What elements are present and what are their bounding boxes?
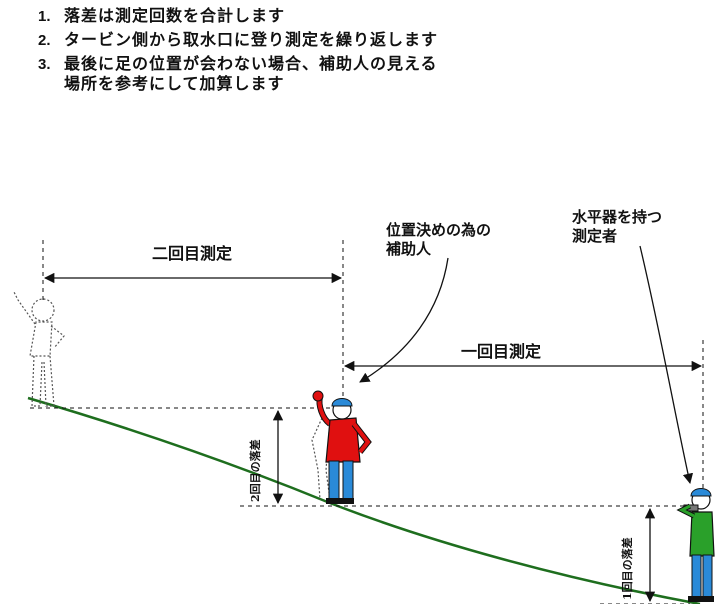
step-line: 場所を参考にして加算します — [64, 74, 285, 93]
level-lines — [30, 407, 700, 604]
step-text: 落差は測定回数を合計します — [64, 6, 285, 26]
drop2-label: 2回目の落差 — [248, 439, 262, 502]
assistant-figure — [312, 390, 372, 504]
second-measure-label: 二回目測定 — [152, 244, 232, 263]
step-number: 3. — [38, 56, 51, 73]
step-text: 最後に足の位置が会わない場合、補助人の見える 場所を参考にして加算します — [64, 54, 438, 94]
assistant-pointer-arrow — [359, 257, 449, 383]
step-line: タービン側から取水口に登り測定を繰り返します — [64, 30, 439, 49]
assistant-label-line1: 位置決めの為の — [386, 221, 491, 239]
assistant-label-line2: 補助人 — [385, 240, 432, 258]
instruction-list: 1. 落差は測定回数を合計します 2. タービン側から取水口に登り測定を繰り返し… — [38, 6, 698, 96]
ground-slope-line — [27, 396, 701, 604]
step-line: 最後に足の位置が会わない場合、補助人の見える — [64, 54, 438, 73]
ghost-assistant-figure — [13, 291, 65, 407]
step-line: 落差は測定回数を合計します — [64, 6, 286, 25]
step-text: タービン側から取水口に登り測定を繰り返します — [64, 30, 438, 50]
step-number: 1. — [38, 8, 51, 25]
surveyor-label-line2: 測定者 — [572, 227, 617, 245]
step-2: 2. タービン側から取水口に登り測定を繰り返します — [38, 30, 698, 52]
step-number: 2. — [38, 32, 51, 49]
step-1: 1. 落差は測定回数を合計します — [38, 6, 698, 28]
drop1-label: 1回目の落差 — [620, 537, 634, 600]
surveyor-pointer-arrow — [639, 245, 694, 485]
surveyor-label-line1: 水平器を持つ — [572, 208, 662, 226]
vertical-guides — [42, 240, 704, 505]
first-measure-label: 一回目測定 — [461, 342, 541, 361]
surveyor-figure — [676, 488, 715, 602]
step-3: 3. 最後に足の位置が会わない場合、補助人の見える 場所を参考にして加算します — [38, 54, 698, 94]
